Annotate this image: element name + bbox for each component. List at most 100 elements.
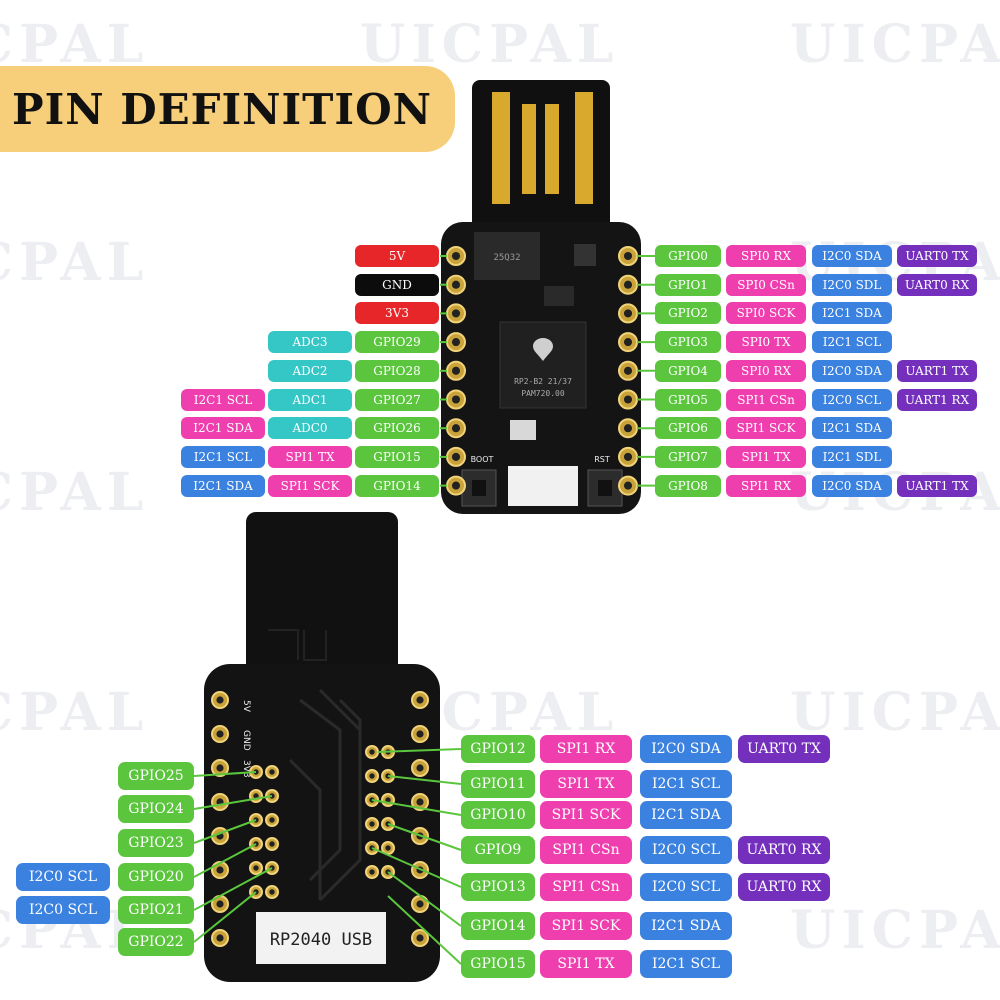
bottom-inner-left-pin-hole [253,793,259,799]
pin-label-i2c1-sda: I2C1 SDA [181,474,265,497]
edge-label-3v3: 3V3 [241,760,251,778]
pin-label-i2c0-scl: I2C0 SCL [16,896,110,924]
pin-label-gpio3: GPIO3 [655,331,721,354]
pin-label-gnd: GND [355,273,439,296]
pin-label-spi0-csn: SPI0 CSn [726,273,806,296]
pin-label-spi1-csn: SPI1 CSn [726,388,806,411]
pin-label-gpio12: GPIO12 [461,735,535,763]
pin-label-5v: 5V [355,245,439,267]
bottom-inner-right-pin-hole [369,773,375,779]
pin-label-gpio5: GPIO5 [655,388,721,411]
pin-label-gpio9: GPIO9 [461,836,535,864]
pin-label-gpio13: GPIO13 [461,873,535,901]
pin-label-gpio15: GPIO15 [355,445,439,468]
top-left-pin-hole [451,338,461,347]
pin-label-spi1-sck: SPI1 SCK [268,474,352,497]
bottom-right-line [387,895,462,965]
page-title: PIN DEFINITION [0,66,455,152]
rst-label: RST [594,455,610,464]
top-left-pin-hole [451,251,461,261]
pin-label-gpio4: GPIO4 [655,359,721,382]
top-right-pin-hole [623,309,633,318]
pin-label-spi0-sck: SPI0 SCK [726,302,806,325]
bottom-outer-left-pin-hole [216,866,224,874]
pin-label-i2c1-scl: I2C1 SCL [181,445,265,468]
bottom-right-line [387,775,462,785]
pin-label-spi1-tx: SPI1 TX [540,950,632,978]
edge-label-gnd: GND [241,730,251,751]
bottom-left-line [193,819,257,844]
pin-label-gpio10: GPIO10 [461,801,535,829]
pin-label-i2c1-scl: I2C1 SCL [181,388,265,411]
pin-label-adc2: ADC2 [268,359,352,382]
pin-label-gpio21: GPIO21 [118,896,194,924]
pin-label-uart0-rx: UART0 RX [738,873,830,901]
pin-label-spi0-tx: SPI0 TX [726,331,806,354]
pin-label-i2c1-sda: I2C1 SDA [812,417,892,440]
bottom-left-line [193,795,273,810]
bottom-inner-right-pin-hole [385,797,391,803]
bottom-inner-left-pin-hole [253,865,259,871]
board-label: RP2040 USB [270,930,372,950]
bottom-inner-right-pin-hole [369,869,375,875]
edge-label-5v: 5V [241,700,251,713]
pin-label-gpio27: GPIO27 [355,388,439,411]
pin-label-gpio23: GPIO23 [118,829,194,857]
bottom-outer-left-pin-hole [216,900,224,908]
pin-label-uart0-rx: UART0 RX [738,836,830,864]
bottom-inner-right-pin-hole [385,845,391,851]
top-left-pin-hole [451,366,461,375]
pin-label-adc3: ADC3 [268,331,352,354]
pin-label-spi0-rx: SPI0 RX [726,359,806,382]
pin-label-spi1-sck: SPI1 SCK [540,912,632,940]
pin-label-adc0: ADC0 [268,417,352,440]
pin-label-uart1-rx: UART1 RX [897,388,977,411]
top-right-pin-hole [623,280,633,289]
bottom-pcb: RP2040 USB 5V GND 3V3 [204,664,440,982]
bottom-right-line [387,871,462,927]
pin-label-spi1-sck: SPI1 SCK [540,801,632,829]
top-right-pin-hole [623,481,633,490]
pin-label-uart0-tx: UART0 TX [738,735,830,763]
bottom-outer-right-pin-hole [416,764,424,772]
boot-label: BOOT [471,455,494,464]
bottom-inner-right-pin-hole [369,749,375,755]
top-left-pin-hole [451,280,461,289]
pin-label-spi1-rx: SPI1 RX [726,474,806,497]
chip-label-2: PAM720.00 [521,389,565,398]
bottom-outer-right-pin-hole [416,934,424,942]
pin-label-i2c0-sda: I2C0 SDA [812,474,892,497]
pin-label-spi1-tx: SPI1 TX [726,445,806,468]
bottom-connector-lines [193,748,462,965]
bottom-outer-left-pin-hole [216,764,224,772]
pin-label-gpio6: GPIO6 [655,417,721,440]
pin-label-i2c1-scl: I2C1 SCL [640,770,732,798]
top-right-pin-hole [623,424,633,433]
bottom-right-line [371,799,462,816]
pin-label-gpio0: GPIO0 [655,245,721,267]
pin-label-i2c0-scl: I2C0 SCL [16,863,110,891]
pin-label-i2c1-sda: I2C1 SDA [812,302,892,325]
bottom-left-line [193,843,257,878]
pin-label-i2c0-sdl: I2C0 SDL [812,273,892,296]
bottom-outer-right-pin-hole [416,696,424,704]
pin-label-i2c1-sda: I2C1 SDA [181,417,265,440]
bottom-outer-right-pin-hole [416,900,424,908]
bottom-left-line [193,867,273,911]
top-connector-lines [440,255,655,487]
top-right-pin-hole [623,452,633,461]
bottom-right-line [377,748,462,753]
bottom-right-line [371,847,462,888]
top-right-pin-hole [623,395,633,404]
pin-label-i2c0-scl: I2C0 SCL [812,388,892,411]
pin-label-gpio28: GPIO28 [355,359,439,382]
top-pcb: 25Q32 RP2-B2 21/37 PAM720.00 BOOT RST [441,222,641,514]
bottom-inner-left-pin-hole [269,817,275,823]
pin-label-spi1-csn: SPI1 CSn [540,836,632,864]
pin-label-gpio25: GPIO25 [118,762,194,790]
pin-label-gpio22: GPIO22 [118,928,194,956]
pin-label-uart0-rx: UART0 RX [897,273,977,296]
pin-label-gpio20: GPIO20 [118,863,194,891]
pin-label-i2c1-sda: I2C1 SDA [640,801,732,829]
